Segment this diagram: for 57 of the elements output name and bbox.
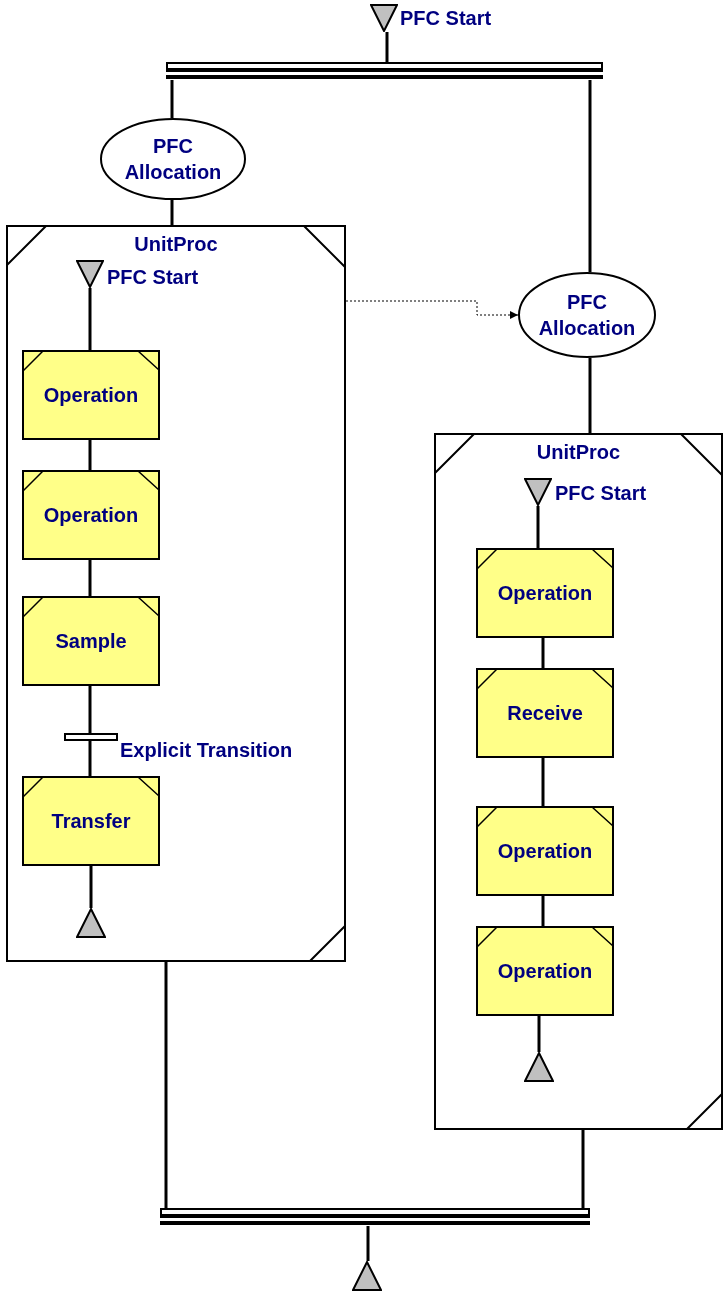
end-triangle	[524, 1052, 554, 1082]
start-triangle	[524, 478, 552, 506]
connector-line	[170, 80, 174, 118]
end-triangle	[352, 1261, 382, 1291]
connector-line	[588, 80, 592, 272]
allocation-ellipse	[518, 272, 656, 358]
node-label: Sample	[55, 629, 127, 654]
parallel-bar	[160, 1208, 590, 1226]
connector-line	[588, 358, 592, 433]
unit-title: UnitProc	[535, 440, 622, 465]
unit-procedure-box	[6, 225, 346, 962]
node-label: PFC Allocation	[537, 290, 637, 341]
dotted-arrow	[345, 300, 519, 319]
transition-bar	[64, 733, 118, 741]
step-box	[22, 470, 160, 560]
connector-line	[170, 200, 174, 225]
step-caption: PFC Start	[107, 265, 199, 289]
node-label: Receive	[507, 701, 583, 726]
node-label: Transfer	[51, 809, 131, 834]
start-triangle	[76, 260, 104, 288]
connector-line	[536, 506, 540, 548]
step-box	[22, 776, 160, 866]
connector-line	[541, 896, 545, 926]
end-triangle	[76, 908, 106, 938]
connector-line	[88, 560, 92, 596]
allocation-ellipse	[100, 118, 246, 200]
step-box	[22, 596, 160, 686]
unit-procedure-box	[434, 433, 723, 1130]
step-caption: Explicit Transition	[120, 738, 293, 762]
parallel-bar	[166, 62, 603, 80]
connector-line	[581, 1130, 585, 1208]
connector-line	[89, 866, 93, 908]
connector-line	[537, 1016, 541, 1052]
connector-line	[164, 962, 168, 1208]
start-triangle	[370, 4, 398, 32]
connector-line	[88, 686, 92, 733]
node-label: Operation	[497, 581, 593, 606]
connector-line	[88, 440, 92, 470]
node-label: Operation	[497, 839, 593, 864]
connector-line	[88, 288, 92, 350]
step-box	[22, 350, 160, 440]
step-box	[476, 548, 614, 638]
unit-title: UnitProc	[133, 232, 219, 257]
connector-line	[385, 32, 389, 62]
connector-line	[541, 758, 545, 806]
node-label: Operation	[43, 503, 139, 528]
step-caption: PFC Start	[555, 481, 647, 505]
node-label: Operation	[497, 959, 593, 984]
step-caption: PFC Start	[400, 6, 492, 30]
step-box	[476, 668, 614, 758]
connector-line	[366, 1226, 370, 1261]
connector-line	[541, 638, 545, 668]
connector-line	[88, 741, 92, 776]
step-box	[476, 926, 614, 1016]
node-label: PFC Allocation	[123, 134, 223, 185]
node-label: Operation	[43, 383, 139, 408]
step-box	[476, 806, 614, 896]
